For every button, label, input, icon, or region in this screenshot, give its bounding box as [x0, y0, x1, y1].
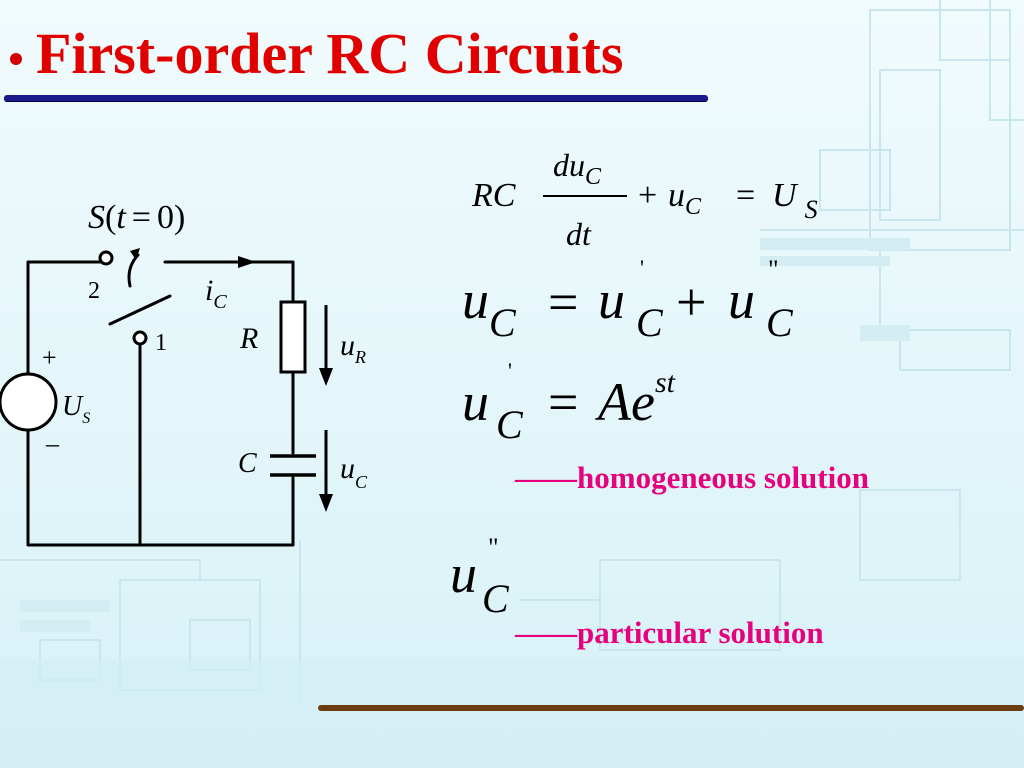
- terminal-1-dot: [132, 330, 148, 346]
- svg-text:uC: uC: [462, 270, 517, 345]
- particular-note: ——particular solution: [515, 615, 824, 650]
- svg-text:=: =: [548, 372, 578, 432]
- particular-term: u " C: [450, 533, 510, 620]
- source-label: US: [62, 391, 90, 427]
- homogeneous-note: ——homogeneous solution: [515, 460, 869, 495]
- svg-text:+: +: [638, 177, 657, 214]
- svg-text:u: u: [462, 372, 489, 432]
- ur-label: uR: [340, 329, 366, 367]
- svg-text:": ": [488, 533, 499, 562]
- svg-text:US: US: [772, 177, 818, 224]
- wire-top-left: [26, 260, 295, 547]
- capacitor-label: C: [238, 448, 257, 479]
- switch-blade: [108, 294, 172, 326]
- title-bullet-icon: [10, 53, 22, 65]
- uc-arrow-head-icon: [319, 494, 333, 512]
- svg-text:': ': [508, 358, 512, 383]
- svg-text:C: C: [766, 300, 794, 345]
- svg-text:": ": [768, 255, 779, 284]
- svg-text:+: +: [676, 272, 706, 332]
- bottom-rule: [318, 705, 1024, 711]
- current-label: iC: [205, 274, 227, 313]
- svg-text:': ': [640, 255, 644, 280]
- svg-text:RC: RC: [471, 177, 516, 214]
- resistor: [279, 300, 307, 374]
- svg-text:duC: duC: [553, 147, 602, 190]
- terminal-2-dot: [98, 250, 114, 266]
- source-minus: –: [45, 429, 60, 458]
- homogeneous-equation: u ' C = Aest: [462, 358, 676, 447]
- resistor-label: R: [239, 322, 258, 355]
- terminal-1-label: 1: [155, 330, 167, 356]
- svg-text:u: u: [450, 544, 477, 604]
- ur-arrow-head-icon: [319, 368, 333, 386]
- svg-text:=: =: [736, 177, 755, 214]
- voltage-source: [0, 372, 58, 432]
- superposition-equation: uC = u ' C + u " C: [462, 255, 794, 345]
- svg-text:uC: uC: [668, 177, 702, 220]
- uc-label: uC: [340, 452, 368, 492]
- title-underline: [4, 95, 708, 101]
- switch-arrow-head: [130, 248, 140, 260]
- switch-label: S(t=0): [88, 199, 185, 236]
- rc-circuit-diagram: S(t=0) 2 1 iC R uR C uC + US –: [0, 199, 368, 547]
- current-arrow-icon: [238, 256, 256, 268]
- svg-text:dt: dt: [566, 216, 592, 252]
- svg-text:C: C: [636, 300, 664, 345]
- svg-text:u: u: [728, 270, 755, 330]
- title-row: First-order RC Circuits: [10, 14, 623, 94]
- switch-arrow: [127, 253, 140, 288]
- slide-title: First-order RC Circuits: [36, 21, 624, 86]
- svg-text:C: C: [482, 576, 510, 620]
- svg-text:u: u: [598, 270, 625, 330]
- svg-text:Aest: Aest: [595, 366, 676, 432]
- svg-text:C: C: [496, 402, 524, 447]
- svg-text:=: =: [548, 272, 578, 332]
- source-plus: +: [42, 343, 57, 372]
- wire-top-right: [163, 260, 295, 304]
- terminal-2-label: 2: [88, 278, 100, 304]
